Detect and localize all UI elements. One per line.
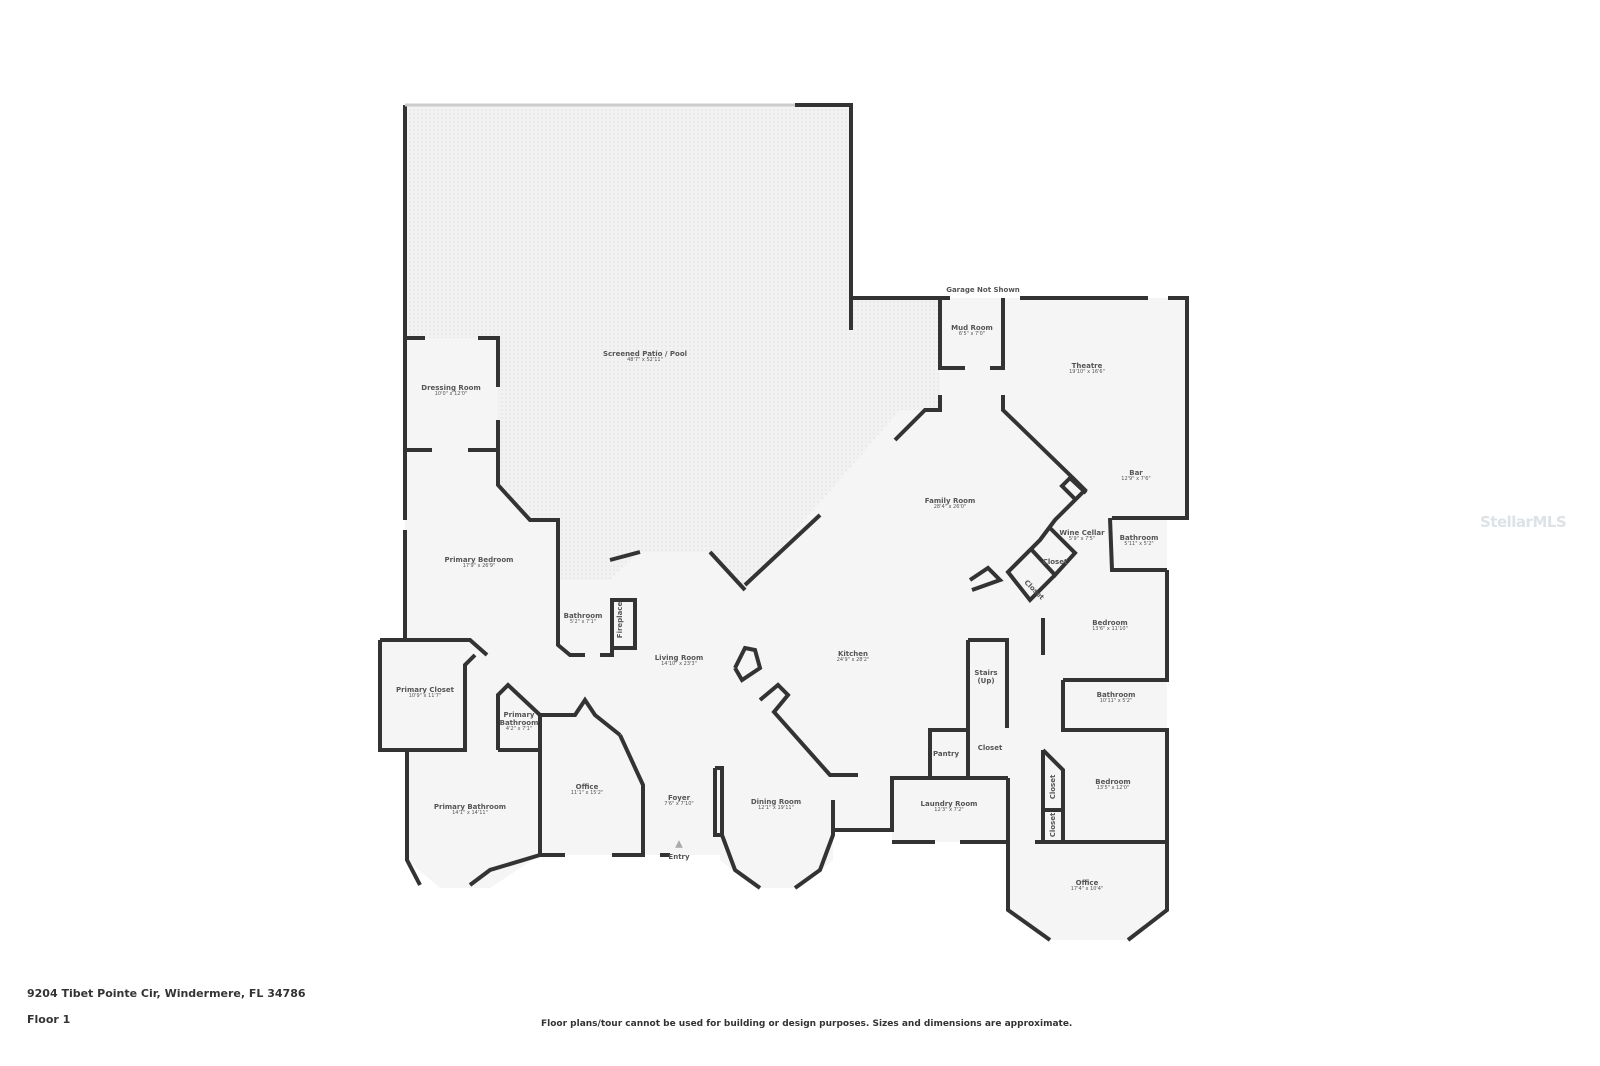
stairs-direction: (Up) bbox=[977, 677, 995, 685]
closet-label: Closet bbox=[978, 744, 1003, 752]
room-dims: 24'9" x 28'2" bbox=[836, 657, 870, 664]
room-name: Bedroom bbox=[1095, 778, 1131, 787]
garage-note: Garage Not Shown bbox=[946, 286, 1020, 294]
pantry-text: Pantry bbox=[932, 749, 960, 758]
room-dims: 12'9" x 7'6" bbox=[1121, 476, 1151, 483]
room-name: Primary Bedroom bbox=[444, 556, 514, 565]
room-name: Foyer bbox=[667, 794, 691, 803]
entry-label: Entry bbox=[668, 853, 689, 861]
patio-floor bbox=[405, 105, 940, 590]
room-dims: 5'11" x 5'2" bbox=[1124, 541, 1154, 548]
room-name: Mud Room bbox=[951, 324, 993, 333]
room-dims: 48'7" x 52'11" bbox=[627, 357, 663, 364]
room-dims: 12'1" x 19'11" bbox=[758, 805, 794, 812]
room-dims: 5'2" x 7'1" bbox=[569, 619, 597, 626]
room-name: Office bbox=[1075, 879, 1099, 888]
closet-label: Closet bbox=[1049, 813, 1057, 838]
floor-label: Floor 1 bbox=[27, 1013, 71, 1026]
watermark-logo: StellarMLS bbox=[1480, 513, 1567, 531]
room-dims: 11'1" x 15'2" bbox=[570, 790, 604, 797]
closet-label: Closet bbox=[1043, 558, 1068, 566]
fireplace-label: Fireplace bbox=[616, 602, 624, 638]
entry-text: Entry bbox=[668, 852, 690, 861]
room-dims: 4'2" x 7'1" bbox=[505, 726, 533, 733]
room-dims: 19'10" x 16'6" bbox=[1069, 369, 1105, 376]
room-dims: 17'4" x 10'4" bbox=[1070, 886, 1104, 893]
room-dims: 13'6" x 11'10" bbox=[1092, 626, 1128, 633]
entry-arrow-icon: ▲ bbox=[675, 838, 683, 850]
room-name: Bathroom bbox=[1119, 534, 1159, 543]
room-name: Primary Bathroom bbox=[433, 803, 507, 812]
room-name: Wine Cellar bbox=[1059, 529, 1105, 538]
room-dims: 17'9" x 26'9" bbox=[462, 563, 496, 570]
room-name: Theatre bbox=[1071, 362, 1103, 371]
room-name: Bar bbox=[1129, 469, 1143, 478]
room-dims: 10'0" x 12'0" bbox=[434, 391, 468, 398]
room-name: Office bbox=[575, 783, 599, 792]
room-name: Living Room bbox=[654, 654, 704, 663]
room-name: Bedroom bbox=[1092, 619, 1128, 628]
closet-text: Closet bbox=[1048, 812, 1057, 838]
fireplace-text: Fireplace bbox=[615, 601, 624, 639]
room-dims: 28'4" x 26'0" bbox=[933, 504, 967, 511]
address: 9204 Tibet Pointe Cir, Windermere, FL 34… bbox=[27, 987, 306, 1000]
room-name: Kitchen bbox=[837, 650, 869, 659]
room-name: Bathroom bbox=[1096, 691, 1136, 700]
room-dims: 13'5" x 12'0" bbox=[1096, 785, 1130, 792]
room-name: Bathroom bbox=[563, 612, 603, 621]
room-dims: 14'1" x 14'11" bbox=[452, 810, 488, 817]
closet-text: Closet bbox=[1048, 774, 1057, 800]
room-name: Family Room bbox=[924, 497, 976, 506]
stairs-text: Stairs bbox=[974, 668, 998, 677]
room-name: Dressing Room bbox=[421, 384, 481, 393]
room-dims: 12'3" x 7'2" bbox=[934, 807, 964, 814]
room-name: Screened Patio / Pool bbox=[602, 350, 688, 359]
closet-text: Closet bbox=[977, 743, 1003, 752]
disclaimer: Floor plans/tour cannot be used for buil… bbox=[541, 1019, 1073, 1029]
room-name: Primary Closet bbox=[395, 686, 455, 695]
closet-text: Closet bbox=[1042, 557, 1068, 566]
closet-label: Closet bbox=[1049, 775, 1057, 800]
pantry-label: Pantry bbox=[933, 750, 959, 758]
room-dims: 5'9" x 7'5" bbox=[1068, 536, 1096, 543]
room-name: Laundry Room bbox=[920, 800, 978, 809]
walls bbox=[378, 103, 1189, 942]
garage-text: Garage Not Shown bbox=[946, 285, 1020, 294]
room-name: Dining Room bbox=[750, 798, 802, 807]
room-dims: 6'5" x 7'0" bbox=[958, 331, 986, 338]
room-dims: 10'11" x 5'2" bbox=[1099, 698, 1133, 705]
room-dims: 14'10" x 23'3" bbox=[661, 661, 697, 668]
stairs-label: Stairs(Up) bbox=[974, 669, 997, 685]
room-dims: 10'9" x 11'7" bbox=[408, 693, 442, 700]
room-name: Primary Bathroom bbox=[499, 711, 539, 728]
room-dims: 7'6" x 7'10" bbox=[664, 801, 694, 808]
